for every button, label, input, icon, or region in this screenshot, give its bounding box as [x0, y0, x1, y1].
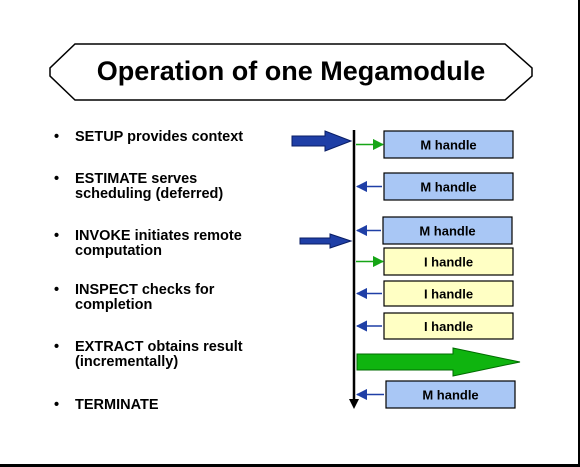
i-handle-box: I handle: [355, 312, 514, 340]
setup-arrow-icon: [291, 130, 353, 152]
bullet-dot: •: [54, 339, 60, 355]
bullet-dot: •: [54, 129, 60, 145]
bullet-text: EXTRACT obtains result (incrementally): [75, 339, 243, 370]
bullet-text: ESTIMATE serves scheduling (deferred): [75, 171, 224, 202]
handle-rect: [383, 280, 514, 307]
handle-rect: [383, 172, 514, 201]
bullet-text: INVOKE initiates remote computation: [75, 228, 242, 259]
handles-layer: M handle M handle M handle I handle I handle…: [355, 130, 516, 409]
bullet-dot: •: [54, 397, 60, 413]
handle-rect: [385, 380, 516, 409]
bullet-text: SETUP provides context: [75, 129, 244, 145]
bullet-dot: •: [54, 282, 60, 298]
handle-label: M handle: [422, 388, 478, 403]
i-handle-box: I handle: [356, 247, 514, 276]
handle-rect: [383, 312, 514, 340]
m-handle-box: M handle: [355, 216, 513, 245]
handle-label: I handle: [424, 287, 473, 302]
m-handle-box: M handle: [355, 380, 516, 409]
title-banner: Operation of one Megamodule: [49, 43, 533, 101]
bullet-text: TERMINATE: [75, 397, 159, 413]
bullet-text: INSPECT checks for completion: [75, 282, 215, 313]
handle-label: M handle: [420, 138, 476, 153]
handle-rect: [383, 130, 514, 159]
handle-label: I handle: [424, 319, 473, 334]
bullet-dot: •: [54, 171, 60, 187]
invoke-arrow-icon: [299, 233, 353, 249]
page-title: Operation of one Megamodule: [97, 56, 486, 86]
handle-label: M handle: [420, 180, 476, 195]
i-handle-box: I handle: [355, 280, 514, 307]
bullet-dot: •: [54, 228, 60, 244]
m-handle-box: M handle: [355, 172, 514, 201]
extract-result-arrow-icon: [356, 347, 521, 377]
title-banner-frame: [49, 43, 533, 101]
handle-label: I handle: [424, 255, 473, 270]
m-handle-box: M handle: [356, 130, 514, 159]
handle-rect: [382, 216, 513, 245]
handle-label: M handle: [419, 224, 475, 239]
timeline-arrowhead-icon: [349, 399, 359, 409]
